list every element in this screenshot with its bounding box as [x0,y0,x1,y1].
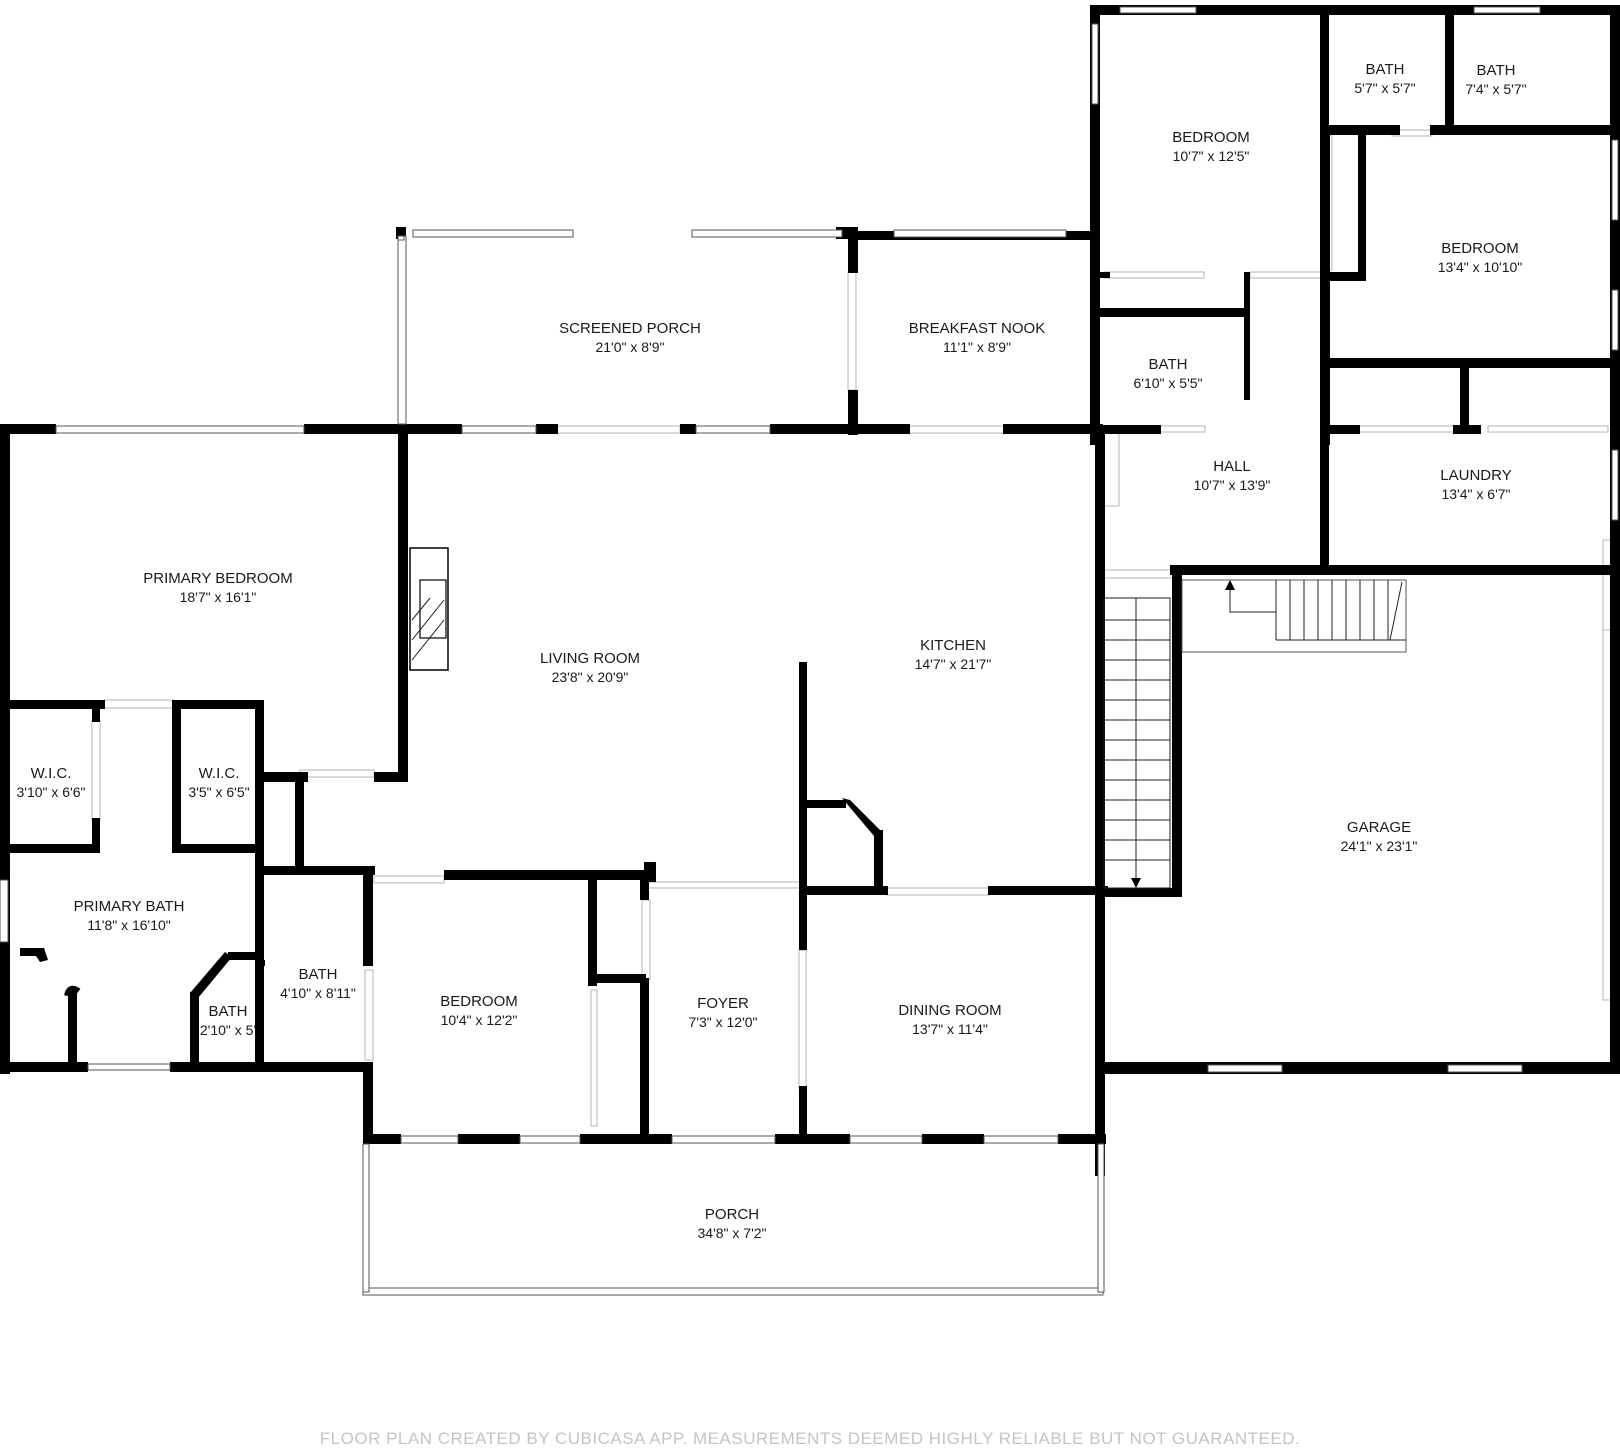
primary-bedroom-name: PRIMARY BEDROOM [143,570,292,587]
walls [0,5,1620,1176]
kitchen-name: KITCHEN [920,637,986,654]
living-room-dims: 23'8" x 20'9" [552,669,629,685]
foyer-dims: 7'3" x 12'0" [689,1014,758,1030]
bath-hall-dims: 6'10" x 5'5" [1134,375,1203,391]
bath-mid-name: BATH [299,966,338,983]
bedroom-s-name: BEDROOM [440,993,518,1010]
bedroom-e-name: BEDROOM [1441,240,1519,257]
laundry-name: LAUNDRY [1440,467,1511,484]
bath-ne1-dims: 5'7" x 5'7" [1354,80,1415,96]
primary-bedroom-dims: 18'7" x 16'1" [180,589,257,605]
kitchen-dims: 14'7" x 21'7" [915,656,992,672]
bedroom-s-dims: 10'4" x 12'2" [441,1012,518,1028]
bedroom-ne-dims: 10'7" x 12'5" [1173,148,1250,164]
garage-dims: 24'1" x 23'1" [1341,838,1418,854]
wic-right-dims: 3'5" x 6'5" [188,784,249,800]
bedroom-e-dims: 13'4" x 10'10" [1438,259,1523,275]
bath-mid-dims: 4'10" x 8'11" [280,985,356,1001]
laundry-dims: 13'4" x 6'7" [1442,486,1511,502]
wic-left-name: W.I.C. [31,765,72,782]
bath-ne2-dims: 7'4" x 5'7" [1465,81,1526,97]
screened-porch-name: SCREENED PORCH [559,320,701,337]
bath-hall-name: BATH [1149,356,1188,373]
porch-name: PORCH [705,1206,759,1223]
primary-bath-name: PRIMARY BATH [74,898,185,915]
hall-dims: 10'7" x 13'9" [1194,477,1271,493]
disclaimer-footer: FLOOR PLAN CREATED BY CUBICASA APP. MEAS… [319,1429,1301,1448]
stairs [1103,579,1407,889]
wic-right-name: W.I.C. [199,765,240,782]
screened-porch-dims: 21'0" x 8'9" [596,339,665,355]
porch-dims: 34'8" x 7'2" [698,1225,767,1241]
wic-left-dims: 3'10" x 6'6" [17,784,86,800]
bedroom-ne-name: BEDROOM [1172,129,1250,146]
bath-small-dims: 2'10" x 5' [200,1022,256,1038]
windows [0,6,1619,1296]
breakfast-nook-dims: 11'1" x 8'9" [943,339,1011,355]
garage-name: GARAGE [1347,819,1411,836]
foyer-name: FOYER [697,995,749,1012]
bath-ne2-name: BATH [1477,62,1516,79]
dining-room-name: DINING ROOM [898,1002,1001,1019]
bath-small-name: BATH [209,1003,248,1020]
breakfast-nook-name: BREAKFAST NOOK [909,320,1045,337]
bath-ne1-name: BATH [1366,61,1405,78]
room-labels: BEDROOM 10'7" x 12'5" BATH 5'7" x 5'7" B… [17,61,1527,1241]
hall-name: HALL [1213,458,1251,475]
living-room-name: LIVING ROOM [540,650,640,667]
dining-room-dims: 13'7" x 11'4" [912,1021,988,1037]
primary-bath-dims: 11'8" x 16'10" [87,917,171,933]
